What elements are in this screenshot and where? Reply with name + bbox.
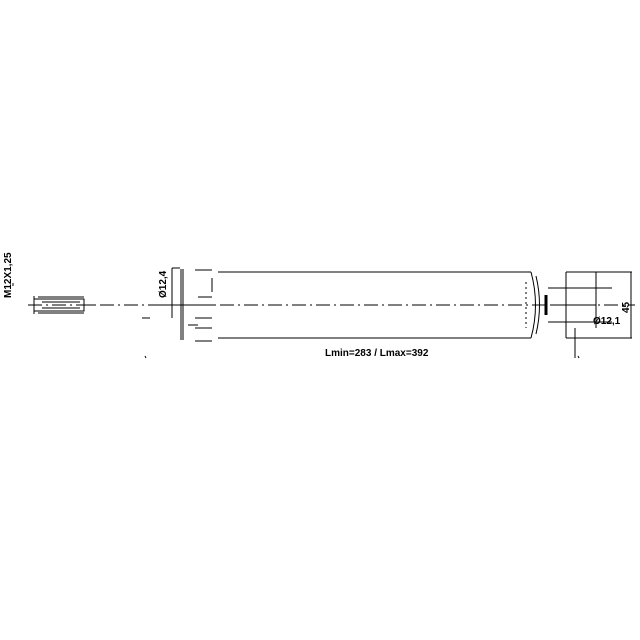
eye-diameter-label: Ø12,1 [593,316,621,327]
eye-width-label: 45 [621,301,632,313]
length-label: Lmin=283 / Lmax=392 [325,348,429,359]
body-tube [218,271,548,339]
reference-ticks [12,283,580,359]
thread-label: M12X1,25 [3,252,14,298]
lower-eye [548,271,632,339]
threaded-stud [33,296,96,314]
dimension-lines [574,272,632,358]
rod-diameter-label: Ø12,4 [158,270,169,298]
piston-rod-mount [150,267,215,342]
